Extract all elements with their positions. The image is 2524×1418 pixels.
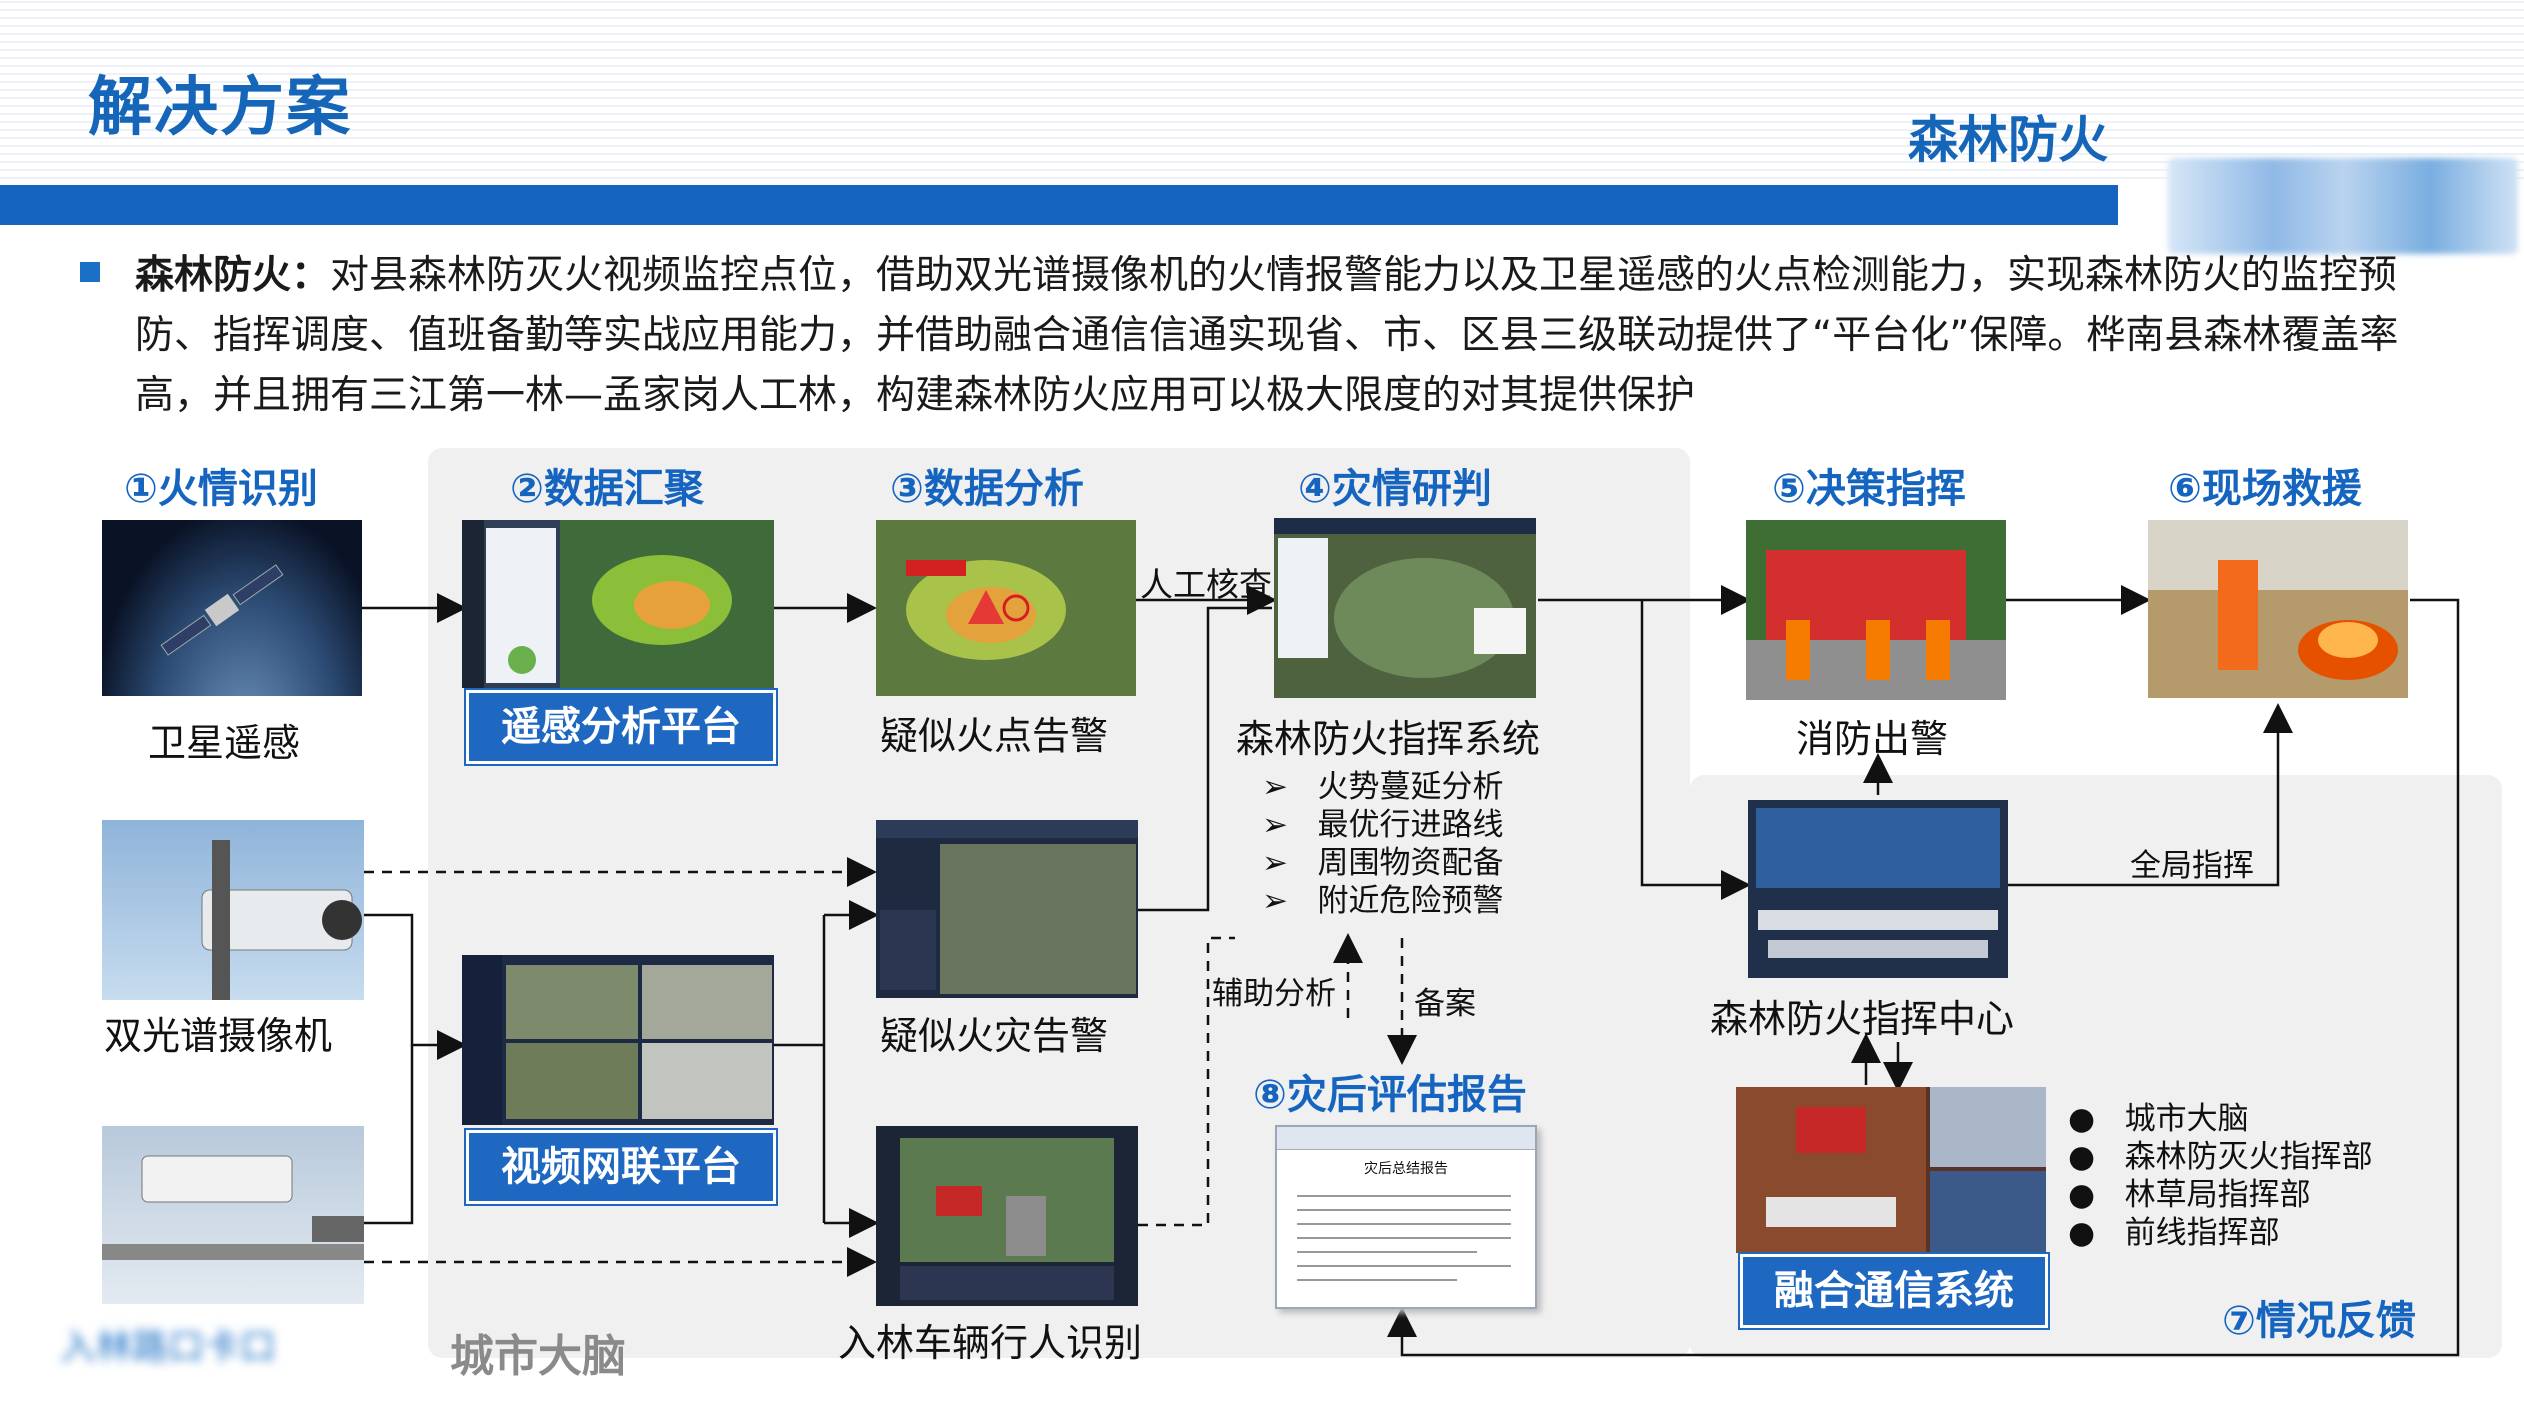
feedback-list: ● 城市大脑 ● 森林防灭火指挥部 ● 林草局指挥部 ● 前线指挥部 [2068,1100,2373,1252]
list-item: ➢ 周围物资配备 [1262,845,1504,881]
intro-paragraph: 森林防火：对县森林防灭火视频监控点位，借助双光谱摄像机的火情报警能力以及卫星遥感… [135,246,2435,426]
communication-system: 融合通信系统 [1740,1254,2048,1328]
step-data-analysis: ③数据分析 [890,466,1084,512]
step-disaster-assessment: ④灾情研判 [1298,466,1492,512]
label-global-command: 全局指挥 [2130,848,2254,884]
command-system-screenshot [1274,518,1536,698]
onsite-rescue-image [2148,520,2408,698]
company-logo [2168,158,2518,254]
header-bar [0,185,2118,225]
page-title: 解决方案 [88,71,352,145]
step-fire-detection: ①火情识别 [124,466,318,512]
satellite-image [102,520,362,696]
video-platform-screenshot [462,955,774,1125]
label-command-system: 森林防火指挥系统 [1236,717,1541,761]
label-city-brain: 城市大脑 [450,1331,626,1382]
remote-sensing-platform: 遥感分析平台 [466,690,776,764]
fire-dispatch-image [1746,520,2006,700]
list-item: ● 城市大脑 [2068,1101,2249,1137]
step-decision-command: ⑤决策指挥 [1772,466,1966,512]
label-command-center: 森林防火指挥中心 [1710,997,2015,1041]
bullet-square-icon [80,262,100,282]
list-item: ● 林草局指挥部 [2068,1177,2311,1213]
communication-system-image [1736,1087,2046,1253]
fire-point-map-image [876,520,1136,696]
video-network-platform: 视频网联平台 [466,1130,776,1204]
step-post-disaster-report: ⑧灾后评估报告 [1253,1072,1527,1118]
intro-lead: 森林防火： [135,253,331,298]
report-heading: 灾后总结报告 [1364,1161,1448,1177]
dual-spectrum-camera-image [102,820,364,1000]
label-manual-check: 人工核查 [1140,565,1272,604]
page-subtitle: 森林防火 [1908,111,2108,169]
label-assist-analysis: 辅助分析 [1212,976,1336,1012]
post-disaster-report-document: 灾后总结报告 [1275,1125,1537,1309]
list-item: ➢ 附近危险预警 [1262,883,1504,919]
label-archive: 备案 [1414,986,1476,1022]
label-vehicle-person: 入林车辆行人识别 [838,1321,1143,1365]
label-camera: 双光谱摄像机 [104,1014,333,1058]
analysis-list: ➢ 火势蔓延分析 ➢ 最优行进路线 ➢ 周围物资配备 ➢ 附近危险预警 [1262,768,1504,920]
intro-body: 对县森林防灭火视频监控点位，借助双光谱摄像机的火情报警能力以及卫星遥感的火点检测… [135,253,2399,418]
list-item: ➢ 最优行进路线 [1262,807,1504,843]
document-toolbar [1277,1127,1535,1150]
step-situation-feedback: ⑦情况反馈 [2222,1298,2416,1344]
vehicle-person-image [876,1126,1138,1306]
label-fire-point-alarm: 疑似火点告警 [880,714,1109,758]
list-item: ● 森林防灭火指挥部 [2068,1139,2373,1175]
label-fire-disaster-alarm: 疑似火灾告警 [880,1014,1109,1058]
label-fire-dispatch: 消防出警 [1796,717,1949,761]
list-item: ➢ 火势蔓延分析 [1262,769,1504,805]
step-data-aggregation: ②数据汇聚 [510,466,704,512]
checkpoint-camera-image [102,1126,364,1304]
label-checkpoint: 入林路口卡口 [60,1327,277,1368]
list-item: ● 前线指挥部 [2068,1215,2280,1251]
command-center-image [1748,800,2008,978]
fire-disaster-alarm-image [876,820,1138,998]
header-background [0,0,2524,185]
remote-sensing-screenshot [462,520,774,688]
label-satellite: 卫星遥感 [148,721,301,765]
step-onsite-rescue: ⑥现场救援 [2168,466,2362,512]
